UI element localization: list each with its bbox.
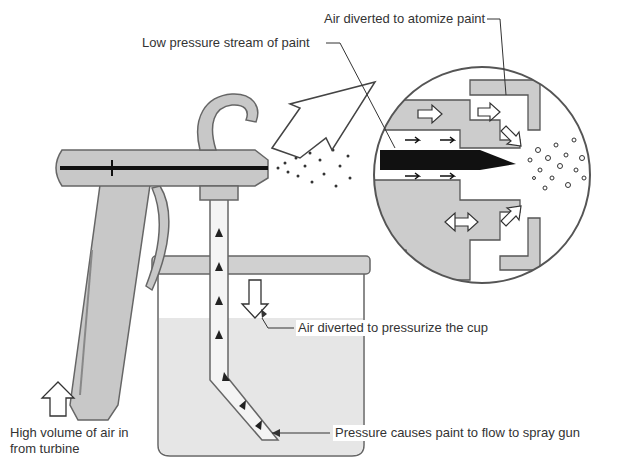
- arrow: [215, 262, 223, 271]
- leader-line: [262, 318, 294, 328]
- magnified-view: [370, 67, 590, 283]
- leader-line: [326, 43, 395, 148]
- outline-arrow: [42, 382, 74, 416]
- lens-rim: [374, 67, 590, 283]
- gun-handle: [70, 185, 150, 420]
- air-arrows: [391, 103, 521, 276]
- callout-label: Air diverted to atomize paint: [322, 11, 487, 27]
- callout-label: High volume of air in from turbine: [8, 425, 140, 457]
- arrow: [215, 296, 223, 305]
- gun-hook: [198, 94, 258, 150]
- arrow: [255, 420, 262, 430]
- arrow: [215, 330, 223, 339]
- feed-tube: [210, 185, 278, 440]
- atomized-dots: [528, 138, 586, 190]
- gun-barrel: [56, 150, 268, 186]
- magnify-arrow: [272, 82, 375, 158]
- fluid-inlet: [200, 186, 238, 200]
- needle: [60, 166, 268, 170]
- callout-label: Low pressure stream of paint: [140, 35, 312, 51]
- arrow: [215, 228, 223, 237]
- paint-stream: [380, 150, 516, 170]
- arrow: [239, 400, 246, 410]
- trigger: [146, 186, 169, 290]
- cup-lid: [152, 256, 370, 274]
- arrow: [222, 372, 230, 381]
- leader-line: [272, 433, 330, 434]
- leader-lines: [262, 19, 506, 433]
- air-cap-top: [370, 100, 520, 148]
- air-cap-bottom: [370, 180, 520, 280]
- outline-arrow: [242, 280, 268, 318]
- flow-arrows: [215, 228, 262, 430]
- leader-head: [272, 429, 280, 437]
- adjust-knob: [106, 160, 118, 176]
- callout-label: Pressure causes paint to flow to spray g…: [333, 425, 582, 441]
- callout-label: Air diverted to pressurize the cup: [296, 320, 490, 336]
- leader-head: [261, 309, 267, 318]
- leader-line: [486, 19, 506, 95]
- handle-line: [80, 250, 92, 395]
- small-arrows: [405, 137, 454, 179]
